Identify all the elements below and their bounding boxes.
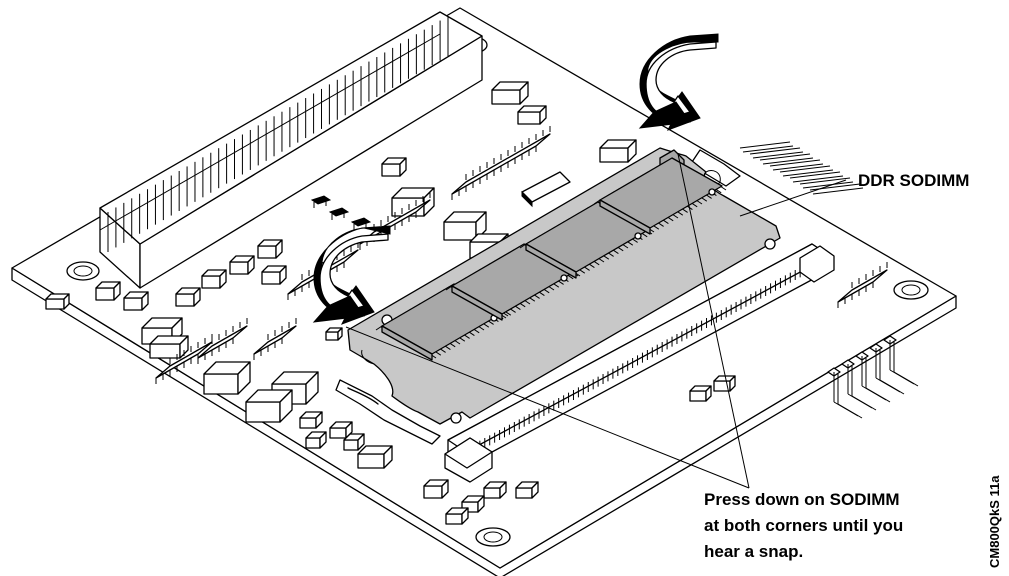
transistor [350, 217, 372, 230]
pin-header-connector [99, 11, 483, 289]
transistor [310, 195, 332, 208]
surface-mount-components [45, 81, 888, 525]
smd-component [95, 281, 121, 301]
smd-component [713, 375, 736, 392]
smd-component [203, 361, 251, 395]
smd-component [229, 255, 255, 275]
module-hole [764, 238, 776, 250]
smd-component [445, 507, 469, 525]
smd-component [689, 385, 712, 402]
sodimm-socket [335, 149, 835, 483]
smd-component [305, 431, 327, 449]
mounting-hole [66, 261, 100, 281]
smd-component [257, 239, 283, 259]
transistor [328, 207, 350, 220]
figure-id-label: CM800QkS 11a [987, 475, 1002, 568]
smd-component [443, 211, 487, 241]
smd-component [45, 293, 70, 310]
memory-chip [519, 201, 653, 279]
instruction-line-1: Press down on SODIMM [704, 490, 900, 509]
memory-chip [593, 157, 727, 235]
smd-component [357, 445, 393, 469]
smd-component [299, 411, 323, 429]
memory-chip [445, 243, 579, 321]
module-hole [450, 412, 462, 424]
mounting-hole [893, 280, 929, 300]
smd-component [483, 481, 507, 499]
press-arrow-right [638, 33, 719, 131]
ic-package [197, 318, 248, 364]
smd-component [261, 265, 287, 285]
smd-component [201, 269, 227, 289]
smd-component [245, 389, 293, 423]
ic-package [253, 318, 297, 360]
smd-component [491, 81, 529, 105]
smd-component [175, 287, 201, 307]
smd-component [515, 481, 539, 499]
smd-component [517, 105, 547, 125]
voltage-regulator [521, 171, 571, 208]
smd-component [381, 157, 407, 177]
instruction-line-2: at both corners until you [704, 516, 903, 535]
callout-leaders [345, 153, 847, 489]
smd-component [343, 433, 365, 451]
smd-component [325, 327, 343, 341]
instruction-line-3: hear a snap. [704, 542, 803, 561]
smd-component [149, 335, 189, 359]
mounting-hole [475, 527, 511, 547]
edge-pin-header [739, 141, 919, 419]
smd-component [123, 291, 149, 311]
smd-component [599, 139, 637, 163]
smd-component [423, 479, 449, 499]
ic-package [837, 262, 888, 308]
ddr-sodimm-module [347, 147, 781, 425]
press-arrow-left [312, 225, 391, 325]
sodimm-label: DDR SODIMM [858, 171, 969, 190]
ic-package [451, 126, 551, 200]
